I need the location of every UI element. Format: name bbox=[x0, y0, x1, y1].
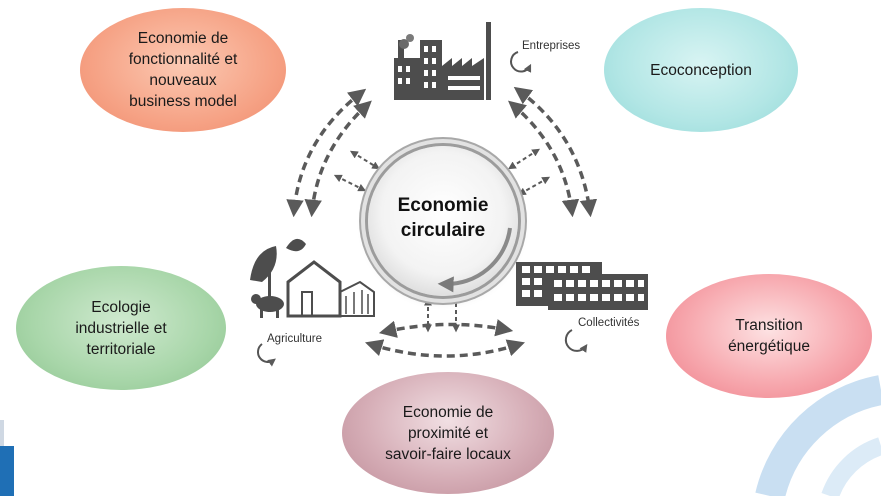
arrow-small-right-top bbox=[507, 148, 541, 170]
pillar-transition-energetique: Transition énergétique bbox=[666, 274, 872, 398]
arrow-agriculture-collectivites-lower bbox=[364, 339, 525, 358]
cycle-arrow-icon bbox=[510, 51, 532, 73]
central-hub: Economie circulaire bbox=[368, 146, 518, 296]
pillar-ecologie-industrielle: Ecologie industrielle et territoriale bbox=[16, 266, 226, 390]
buildings-icon bbox=[516, 262, 648, 310]
arrow-agriculture-collectivites-upper bbox=[378, 319, 514, 338]
cycle-arrow-icon bbox=[257, 343, 276, 367]
farm-icon bbox=[250, 238, 375, 318]
pillar-ecoconception: Ecoconception bbox=[604, 8, 798, 132]
pillar-economie-proximite: Economie de proximité et savoir-faire lo… bbox=[342, 372, 554, 494]
pillar-label: Transition énergétique bbox=[728, 317, 810, 355]
left-edge-blue-bar bbox=[0, 446, 14, 496]
pillar-label: Ecoconception bbox=[650, 61, 752, 79]
dashed-arrows-inner bbox=[333, 148, 551, 333]
arrow-small-right-mid bbox=[517, 176, 551, 196]
pillar-economie-fonctionnalite: Economie de fonctionnalité et nouveaux b… bbox=[80, 8, 286, 132]
pillar-label: Economie de fonctionnalité et nouveaux b… bbox=[128, 30, 238, 110]
pillar-label: Economie de proximité et savoir-faire lo… bbox=[385, 403, 511, 463]
actor-label-collectivites: Collectivités bbox=[578, 317, 640, 329]
factory-icon bbox=[394, 22, 491, 100]
arrow-entreprises-collectivites-inner bbox=[507, 100, 580, 218]
hub-label: Economie circulaire bbox=[397, 195, 489, 241]
cycle-arrow-icon bbox=[564, 329, 588, 353]
arrow-small-left-mid bbox=[333, 174, 367, 192]
corner-arc-decor bbox=[755, 375, 881, 496]
left-edge-grey-bar bbox=[0, 420, 4, 446]
dashed-arrows-outer bbox=[286, 86, 598, 358]
arrow-small-left-top bbox=[349, 150, 381, 170]
corner-arc-decor-inner bbox=[821, 437, 881, 496]
hub-rotation-arrow bbox=[437, 227, 512, 293]
pillar-label: Ecologie industrielle et territoriale bbox=[75, 298, 167, 358]
actor-label-agriculture: Agriculture bbox=[267, 333, 322, 345]
actor-label-entreprises: Entreprises bbox=[522, 40, 581, 52]
arrow-entreprises-agriculture-inner bbox=[304, 100, 372, 218]
